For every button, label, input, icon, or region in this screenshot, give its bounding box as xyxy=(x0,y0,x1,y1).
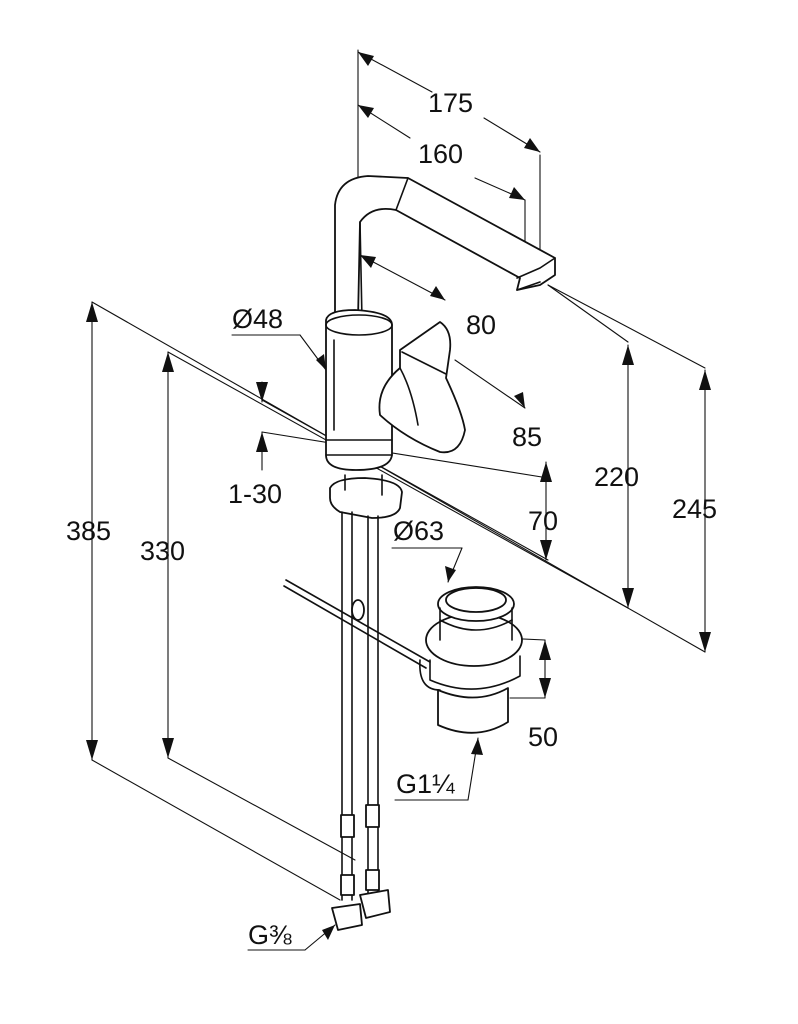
faucet-body xyxy=(283,175,556,931)
waste-fitting xyxy=(419,586,523,734)
label-diameter-63: Ø63 xyxy=(393,516,444,546)
label-70: 70 xyxy=(528,506,558,536)
label-175: 175 xyxy=(428,88,473,118)
label-220: 220 xyxy=(594,462,639,492)
label-85: 85 xyxy=(512,422,542,452)
dimension-labels: 175 160 80 Ø48 85 70 220 245 1-30 385 33… xyxy=(66,88,717,950)
label-385: 385 xyxy=(66,516,111,546)
label-g1-1-4: G1¼ xyxy=(396,769,455,799)
label-g3-8: G⅜ xyxy=(248,920,292,950)
label-330: 330 xyxy=(140,536,185,566)
arrowheads xyxy=(86,52,711,940)
label-diameter-48: Ø48 xyxy=(232,304,283,334)
label-160: 160 xyxy=(418,139,463,169)
label-80: 80 xyxy=(466,310,496,340)
label-245: 245 xyxy=(672,494,717,524)
label-1-30: 1-30 xyxy=(228,479,282,509)
label-50: 50 xyxy=(528,722,558,752)
